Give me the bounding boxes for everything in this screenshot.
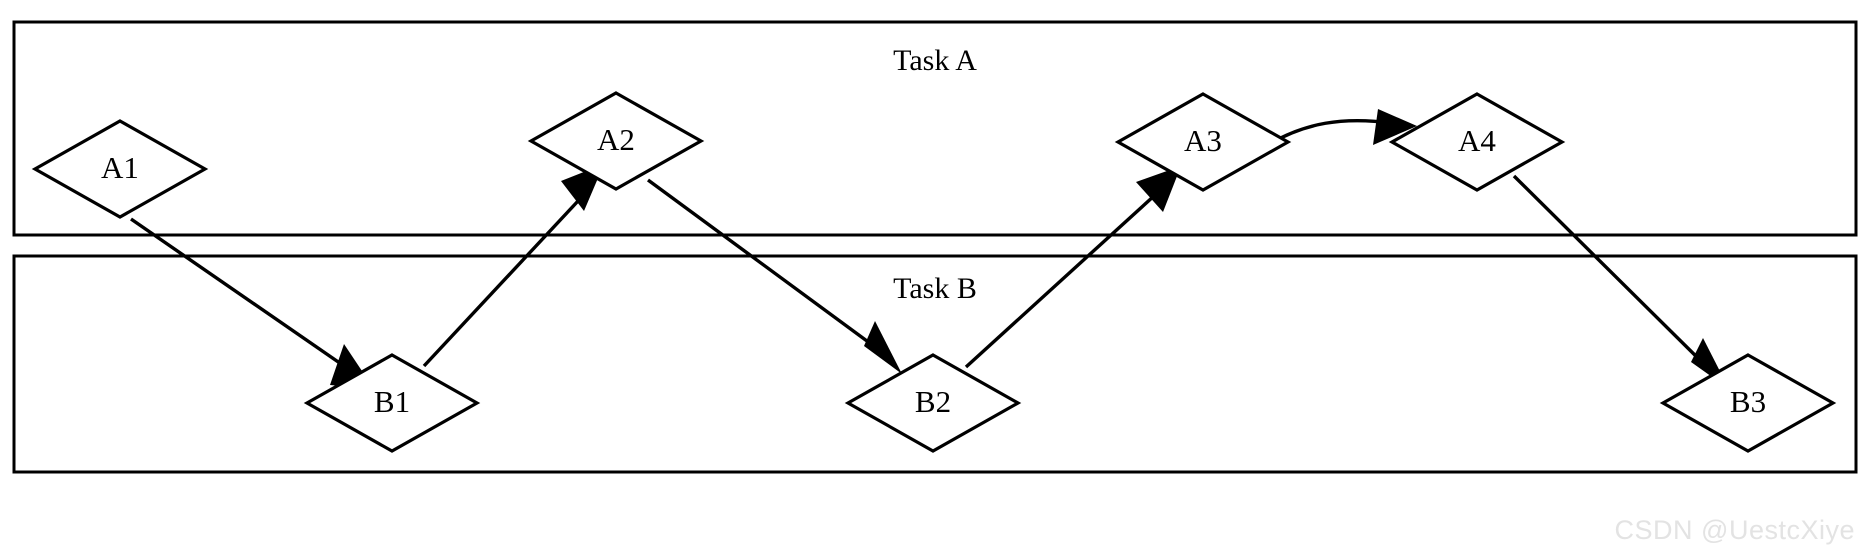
watermark-text: CSDN @UestcXiye [1614,515,1855,545]
node-label-b2: B2 [915,384,951,419]
diamond-icon-a4[interactable] [1388,92,1566,192]
arrowhead-icon-b2-to-a3 [1136,166,1181,212]
edge-a2-to-b2[interactable] [646,178,902,374]
nodes-layer: A1 A2 A3 A4 B1 B2 [31,91,1837,453]
node-b2[interactable]: B2 [844,353,1022,453]
diamond-icon-a1[interactable] [31,119,209,219]
arrowhead-icon-a2-to-b2 [864,321,902,374]
lane-label-task-b: Task B [893,272,977,305]
edge-line-b2-to-a3 [964,183,1168,369]
lane-task-a[interactable]: Task A [12,20,1858,237]
edge-b2-to-a3[interactable] [964,166,1181,369]
lane-box-task-a[interactable] [12,20,1858,237]
node-label-a4: A4 [1458,123,1496,158]
node-label-a3: A3 [1184,123,1222,158]
node-b3[interactable]: B3 [1659,353,1837,453]
diamond-icon-b3[interactable] [1659,353,1837,453]
edge-line-a4-to-b3 [1512,174,1714,374]
node-a3[interactable]: A3 [1114,92,1292,192]
lane-label-task-a: Task A [893,44,977,77]
arrowhead-icon-a3-to-a4 [1373,109,1417,145]
diamond-icon-b1[interactable] [303,353,481,453]
diamond-icon-a2[interactable] [527,91,705,191]
node-label-b3: B3 [1730,384,1766,419]
diamond-icon-b2[interactable] [844,353,1022,453]
edge-line-a1-to-b1 [130,217,361,379]
node-a2[interactable]: A2 [527,91,705,191]
node-a4[interactable]: A4 [1388,92,1566,192]
node-a1[interactable]: A1 [31,119,209,219]
node-label-a1: A1 [101,150,139,185]
node-label-a2: A2 [597,122,635,157]
node-label-b1: B1 [374,384,410,419]
edge-line-a2-to-b2 [646,178,888,357]
node-b1[interactable]: B1 [303,353,481,453]
diamond-icon-a3[interactable] [1114,92,1292,192]
edge-line-b1-to-a2 [422,184,594,368]
